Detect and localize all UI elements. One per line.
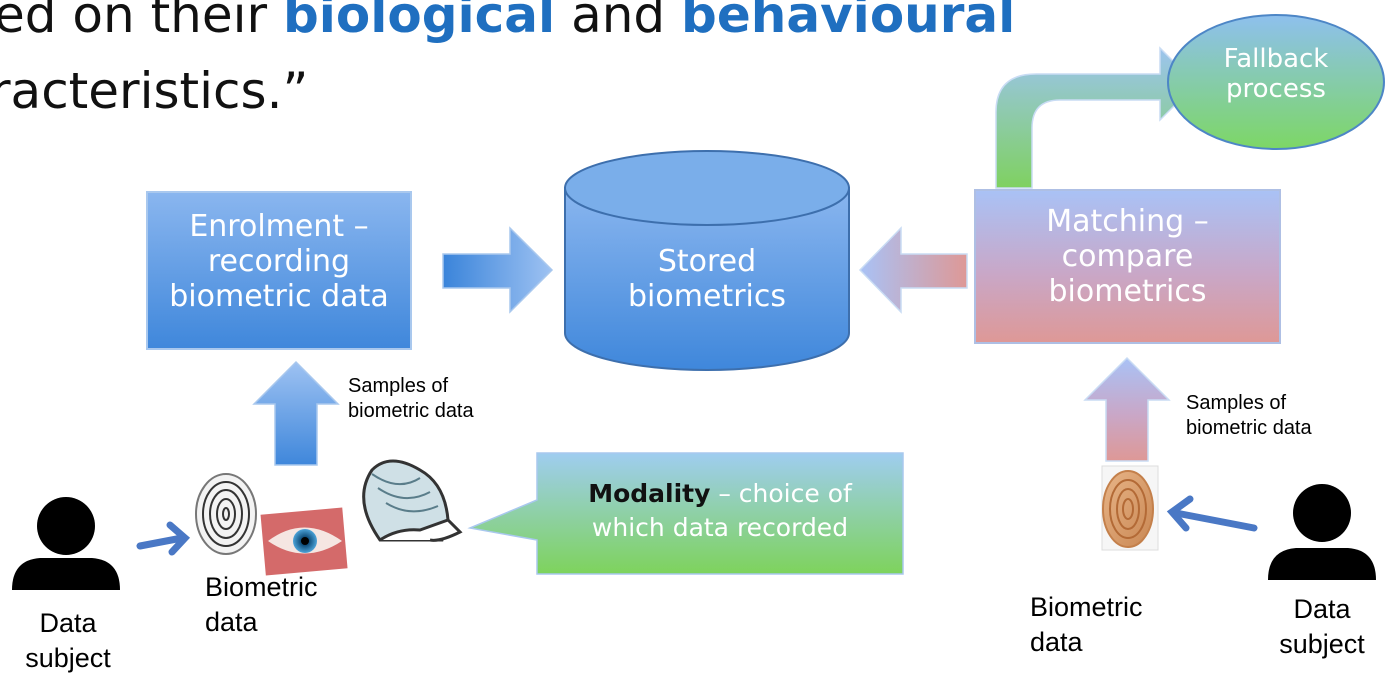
arrow-icon — [136, 521, 191, 556]
fallback-node — [1167, 14, 1385, 150]
fallback-arrow — [995, 46, 1198, 189]
arrow-icon — [1166, 495, 1258, 532]
heading-line-2: racteristics.” — [0, 62, 309, 120]
person-icon — [1268, 484, 1376, 580]
fingerprint-icon — [195, 473, 257, 555]
fingerprint-icon — [1101, 465, 1159, 551]
samples-left-arrow — [252, 360, 340, 466]
samples-right-arrow — [1083, 356, 1171, 462]
enrolment-node — [146, 191, 412, 350]
modality-label: Modality – choice of which data recorded — [588, 479, 852, 542]
hand-icon — [362, 459, 463, 542]
eye-icon — [260, 507, 348, 576]
match-to-store-arrow — [858, 226, 968, 314]
stored-node — [564, 150, 850, 371]
person-icon — [12, 497, 120, 590]
enrol-to-store-arrow — [442, 226, 554, 314]
heading-line-1: ed on their biological and behavioural — [0, 0, 1016, 44]
matching-node — [974, 189, 1281, 344]
modality-callout — [467, 452, 904, 575]
